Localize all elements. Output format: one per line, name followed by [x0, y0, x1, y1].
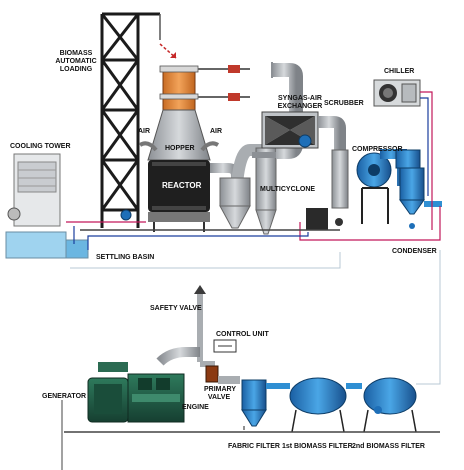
label-biomass-line-3: LOADING	[59, 66, 93, 73]
cooling-tower	[7, 153, 61, 227]
label-condenser: CONDENSER	[392, 248, 437, 255]
biomass-hopper-top	[159, 65, 250, 111]
label-biomass-filter-1: 1st BIOMASS FILTER	[282, 443, 353, 450]
label-cooling-tower: COOLING TOWER	[10, 143, 71, 150]
generator	[87, 362, 129, 423]
biomass-filter-2	[346, 377, 417, 433]
water-line-red	[66, 206, 441, 241]
label-biomass-filter-2: 2nd BIOMASS FILTER	[352, 443, 425, 450]
label-engine: ENGINE	[182, 404, 209, 411]
engine-feed-pipe	[156, 347, 200, 366]
label-compressor: COMPRESSOR	[352, 146, 403, 153]
chiller-unit	[373, 79, 421, 107]
chiller-red-line	[420, 91, 433, 230]
cyclone-1	[219, 177, 251, 229]
biomass-filter-1	[266, 377, 347, 433]
reactor	[120, 160, 210, 232]
label-biomass-line-1: BIOMASS	[59, 50, 93, 57]
water-line-blue	[73, 226, 309, 250]
label-syngas-line-1: SYNGAS-AIR	[278, 95, 322, 102]
syngas-air-exchanger	[261, 111, 319, 149]
label-settling-basin: SETTLING BASIN	[96, 254, 155, 261]
compressor	[340, 149, 421, 224]
syngas-pipe-2	[272, 63, 303, 159]
label-scrubber: SCRUBBER	[324, 100, 364, 107]
label-primary-line-2: VALVE	[207, 394, 231, 401]
air-inlet-left	[138, 141, 158, 152]
hopper-cone	[147, 109, 211, 161]
label-control-unit: CONTROL UNIT	[216, 331, 269, 338]
label-primary-valve: PRIMARY VALVE	[204, 386, 237, 402]
label-safety-valve: SAFETY VALVE	[150, 305, 202, 312]
engine	[127, 373, 185, 423]
chiller-blue-line	[420, 97, 429, 196]
label-primary-line-1: PRIMARY	[204, 386, 237, 393]
label-biomass-loading: BIOMASS AUTOMATIC LOADING	[52, 50, 100, 74]
cooling-water-basin	[5, 231, 67, 259]
multicyclone	[252, 147, 280, 235]
condenser	[399, 167, 442, 229]
scrubber	[306, 116, 349, 230]
label-syngas-line-2: EXCHANGER	[277, 103, 323, 110]
fabric-filter	[218, 376, 267, 430]
label-fabric-filter: FABRIC FILTER	[228, 443, 280, 450]
label-hopper: HOPPER	[165, 145, 195, 152]
label-air-right: AIR	[210, 128, 223, 135]
label-multicyclone: MULTICYCLONE	[260, 186, 316, 193]
loading-tower	[100, 12, 160, 228]
primary-valve	[205, 365, 219, 383]
air-inlet-right	[200, 141, 220, 152]
label-generator: GENERATOR	[42, 393, 87, 400]
syngas-return-line	[416, 250, 441, 385]
control-unit	[213, 339, 237, 353]
label-reactor: REACTOR	[162, 181, 202, 190]
label-chiller: CHILLER	[384, 68, 415, 75]
label-biomass-line-2: AUTOMATIC	[55, 58, 97, 65]
label-syngas-exchanger: SYNGAS-AIR EXCHANGER	[272, 95, 328, 111]
label-air-left: AIR	[138, 128, 151, 135]
settling-basin	[65, 239, 89, 259]
